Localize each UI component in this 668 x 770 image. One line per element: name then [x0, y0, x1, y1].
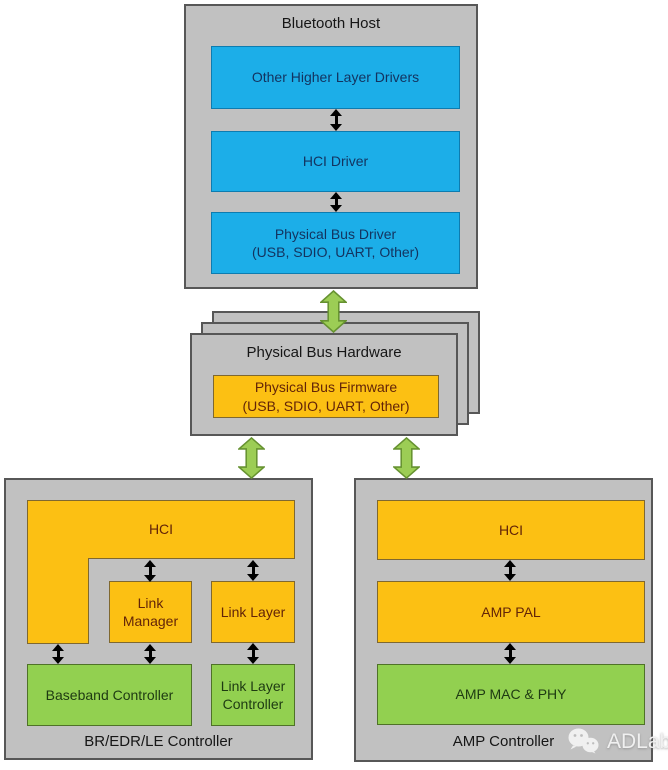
- amp-hci-box: HCI: [377, 500, 645, 560]
- link-layer-box: Link Layer: [211, 581, 295, 643]
- baseband-controller-box: Baseband Controller: [27, 664, 192, 726]
- adlab-watermark-label: ADLab: [607, 729, 668, 753]
- amp-pal-box: AMP PAL: [377, 581, 645, 643]
- link-layer-controller-box: Link Layer Controller: [211, 664, 295, 726]
- amp-mac-phy-label: AMP MAC & PHY: [455, 686, 567, 703]
- physical-bus-driver-label: Physical Bus Driver (USB, SDIO, UART, Ot…: [252, 225, 419, 260]
- physical-bus-firmware-label: Physical Bus Firmware (USB, SDIO, UART, …: [242, 379, 410, 414]
- wechat-icon: [566, 727, 600, 756]
- green-double-arrow-icon: [236, 436, 267, 484]
- physical-bus-driver-box: Physical Bus Driver (USB, SDIO, UART, Ot…: [211, 212, 460, 274]
- green-double-arrow-icon: [318, 289, 349, 338]
- bredr-hci-box: HCI: [27, 500, 295, 559]
- bluetooth-host-title: Bluetooth Host: [281, 15, 381, 32]
- bredr-hci-arm: [27, 558, 89, 644]
- link-layer-controller-label: Link Layer Controller: [220, 677, 286, 712]
- other-higher-layer-drivers-label: Other Higher Layer Drivers: [251, 69, 420, 86]
- link-layer-label: Link Layer: [220, 603, 286, 620]
- black-double-arrow-icon: [504, 560, 516, 581]
- amp-mac-phy-box: AMP MAC & PHY: [377, 664, 645, 725]
- link-manager-label: Link Manager: [122, 594, 179, 629]
- black-double-arrow-icon: [247, 560, 259, 581]
- black-double-arrow-icon: [330, 192, 342, 212]
- black-double-arrow-icon: [144, 644, 156, 664]
- amp-hci-label: HCI: [498, 521, 524, 538]
- green-double-arrow-icon: [391, 436, 422, 484]
- link-manager-box: Link Manager: [109, 581, 192, 643]
- bredr-le-controller-panel: HCI Link Manager Link Layer Baseband Con…: [4, 478, 313, 760]
- other-higher-layer-drivers-box: Other Higher Layer Drivers: [211, 46, 460, 109]
- physical-bus-firmware-box: Physical Bus Firmware (USB, SDIO, UART, …: [213, 375, 439, 418]
- physical-bus-hardware-title: Physical Bus Hardware: [246, 344, 402, 361]
- hci-driver-box: HCI Driver: [211, 131, 460, 192]
- amp-controller-title: AMP Controller: [452, 733, 555, 750]
- black-double-arrow-icon: [330, 109, 342, 131]
- bluetooth-host-panel: Bluetooth Host Other Higher Layer Driver…: [184, 4, 478, 289]
- adlab-watermark: ADLab: [566, 727, 668, 756]
- black-double-arrow-icon: [144, 560, 156, 582]
- black-double-arrow-icon: [247, 643, 259, 664]
- physical-bus-hardware-panel: Physical Bus Hardware Physical Bus Firmw…: [190, 333, 458, 436]
- amp-controller-panel: HCI AMP PAL AMP MAC & PHY AMP Controller: [354, 478, 653, 762]
- bredr-le-controller-title: BR/EDR/LE Controller: [84, 733, 233, 750]
- black-double-arrow-icon: [52, 644, 64, 664]
- amp-pal-label: AMP PAL: [481, 603, 541, 620]
- baseband-controller-label: Baseband Controller: [45, 686, 174, 703]
- bredr-hci-label: HCI: [148, 521, 174, 538]
- hci-driver-label: HCI Driver: [302, 153, 369, 170]
- black-double-arrow-icon: [504, 643, 516, 664]
